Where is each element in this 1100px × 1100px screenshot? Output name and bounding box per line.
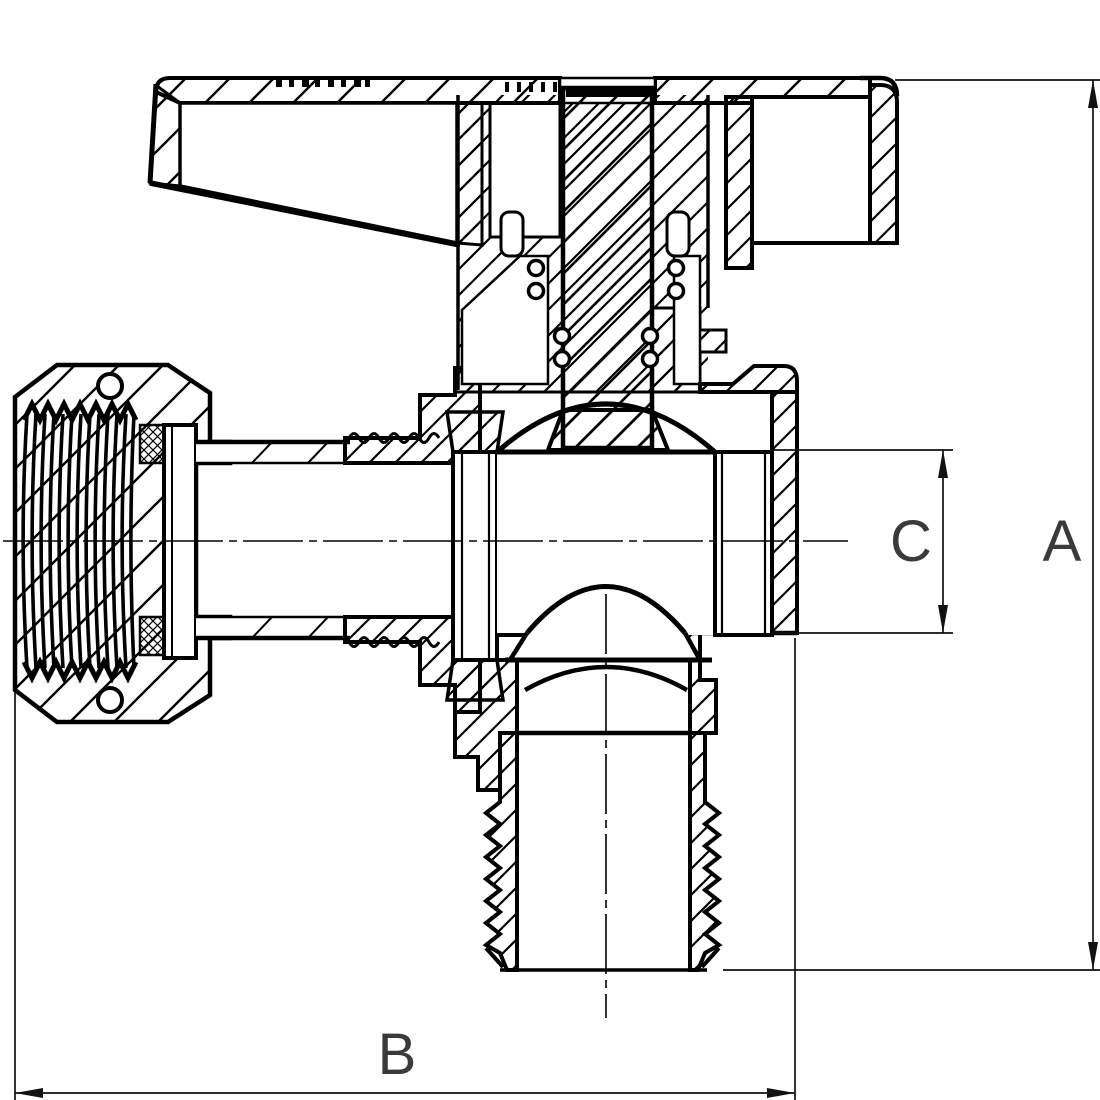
gasket-bottom bbox=[138, 615, 166, 657]
outlet-male-thread bbox=[482, 584, 723, 972]
body-top-right-flange bbox=[698, 364, 799, 394]
dimension-annotations bbox=[14, 79, 1100, 1100]
inlet-tube bbox=[196, 439, 453, 641]
outlet-dome-arc bbox=[525, 584, 687, 635]
centerlines bbox=[3, 540, 848, 1018]
tube-bottom-wall bbox=[196, 617, 346, 638]
swivel-nut bbox=[12, 362, 233, 725]
gland-white-left bbox=[460, 254, 550, 386]
stem-shaft bbox=[560, 85, 655, 451]
gland-tab-right bbox=[665, 210, 691, 258]
seat-cap-top bbox=[444, 410, 506, 454]
body-right-wall bbox=[770, 390, 799, 635]
thread-wall-right bbox=[688, 731, 723, 972]
bonnet-and-glands bbox=[455, 95, 772, 394]
nut-hole-top bbox=[96, 372, 124, 400]
handle-underside bbox=[149, 180, 461, 248]
thread-wall-left bbox=[482, 731, 519, 972]
handle bbox=[147, 75, 900, 270]
outlet-bore bbox=[517, 733, 690, 970]
stem-o-rings bbox=[526, 258, 686, 369]
gasket-top bbox=[138, 423, 166, 465]
handle-mid-wall bbox=[455, 101, 484, 247]
joint-thread-serration-top bbox=[347, 432, 441, 444]
tube-top-wall bbox=[196, 442, 346, 463]
gland-tab-left bbox=[499, 210, 525, 258]
dim-label-c: C bbox=[890, 509, 932, 574]
seat-right bbox=[713, 450, 774, 637]
tube-hatch-ticks bbox=[251, 441, 329, 464]
handle-hollow bbox=[178, 101, 459, 246]
handle-cap-hollow bbox=[750, 95, 872, 245]
handle-cap-right-wall bbox=[868, 83, 899, 245]
dim-label-a: A bbox=[1043, 509, 1082, 574]
nut-hole-bottom bbox=[96, 686, 124, 714]
dim-label-b: B bbox=[378, 1022, 417, 1087]
body-inlet-flange bbox=[343, 366, 482, 714]
seat-left bbox=[451, 450, 499, 662]
stem bbox=[526, 85, 686, 452]
grip-serrations bbox=[276, 76, 557, 92]
gland-white-right bbox=[672, 254, 702, 386]
joint-thread-serration-bottom bbox=[347, 636, 441, 648]
handle-cap-left-wall bbox=[724, 95, 754, 270]
seat-cap-bottom bbox=[444, 658, 506, 702]
